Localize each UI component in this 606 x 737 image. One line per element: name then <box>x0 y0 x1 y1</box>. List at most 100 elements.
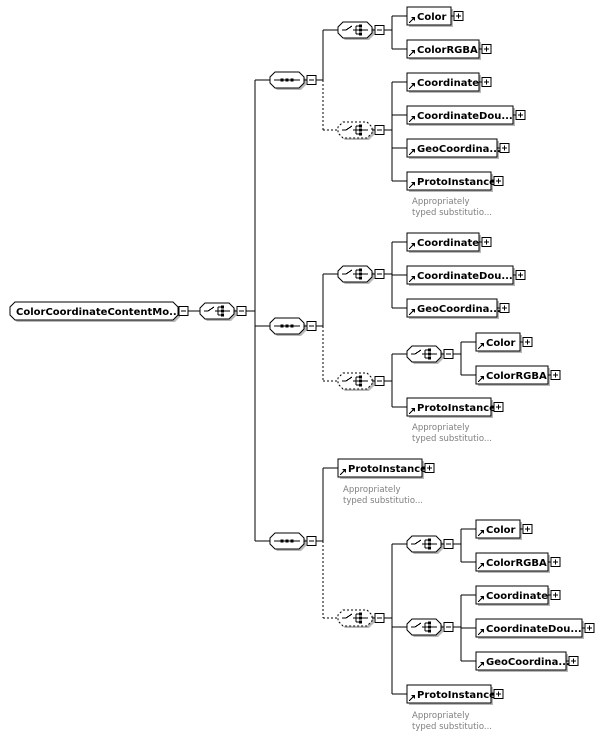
element-color[interactable]: Color <box>475 519 533 540</box>
collapse-toggle-minus-icon[interactable] <box>236 306 247 316</box>
element-reference-arrow-icon <box>408 116 415 123</box>
element-color[interactable]: Color <box>406 6 464 27</box>
expand-toggle-plus-icon[interactable] <box>499 143 510 153</box>
choice-compositor[interactable] <box>337 372 385 391</box>
element-geoCoordinate[interactable]: GeoCoordina... <box>406 298 510 319</box>
choice-compositor[interactable] <box>406 535 454 554</box>
element-reference-arrow-icon <box>477 596 484 603</box>
collapse-toggle-minus-icon[interactable] <box>443 349 454 359</box>
element-label: Coordinate <box>417 238 479 249</box>
element-label: ColorRGBA <box>417 45 478 56</box>
expand-toggle-plus-icon[interactable] <box>481 237 492 247</box>
note-line: typed substitutio... <box>412 208 492 218</box>
element-protoInstance[interactable]: ProtoInstance <box>337 458 435 479</box>
element-reference-arrow-icon <box>408 695 415 702</box>
element-reference-arrow-icon <box>408 149 415 156</box>
element-reference-arrow-icon <box>408 309 415 316</box>
element-label: Color <box>417 12 447 23</box>
expand-toggle-plus-icon[interactable] <box>493 689 504 699</box>
expand-toggle-plus-icon[interactable] <box>568 656 579 666</box>
element-reference-arrow-icon <box>477 662 484 669</box>
choice-compositor[interactable] <box>199 302 247 321</box>
expand-toggle-plus-icon[interactable] <box>522 337 533 347</box>
element-protoInstance[interactable]: ProtoInstance <box>406 684 504 705</box>
element-reference-arrow-icon <box>339 469 346 476</box>
element-label: CoordinateDou... <box>417 111 513 122</box>
collapse-toggle-minus-icon[interactable] <box>443 539 454 549</box>
choice-compositor[interactable] <box>337 121 385 140</box>
collapse-toggle-minus-icon[interactable] <box>374 25 385 35</box>
element-coordinate[interactable]: Coordinate <box>475 585 561 606</box>
element-geoCoordinate[interactable]: GeoCoordina... <box>475 651 579 672</box>
element-reference-arrow-icon <box>408 408 415 415</box>
collapse-toggle-minus-icon[interactable] <box>306 321 317 331</box>
element-colorRGBA[interactable]: ColorRGBA <box>406 39 492 60</box>
choice-compositor[interactable] <box>337 21 385 40</box>
collapse-toggle-minus-icon[interactable] <box>374 613 385 623</box>
expand-toggle-plus-icon[interactable] <box>550 370 561 380</box>
choice-compositor[interactable] <box>337 265 385 284</box>
expand-toggle-plus-icon[interactable] <box>493 402 504 412</box>
collapse-toggle-minus-icon[interactable] <box>306 75 317 85</box>
expand-toggle-plus-icon[interactable] <box>424 463 435 473</box>
element-color[interactable]: Color <box>475 332 533 353</box>
element-protoInstance[interactable]: ProtoInstance <box>406 397 504 418</box>
choice-compositor-icon <box>342 268 368 280</box>
expand-toggle-plus-icon[interactable] <box>453 11 464 21</box>
element-label: ProtoInstance <box>417 690 496 701</box>
collapse-toggle-minus-icon[interactable] <box>443 622 454 632</box>
choice-compositor-icon <box>342 612 368 624</box>
choice-compositor[interactable] <box>406 618 454 637</box>
element-reference-arrow-icon <box>408 83 415 90</box>
element-colorRGBA[interactable]: ColorRGBA <box>475 552 561 573</box>
connector-lines <box>188 15 476 695</box>
expand-toggle-plus-icon[interactable] <box>493 176 504 186</box>
collapse-toggle-minus-icon[interactable] <box>374 125 385 135</box>
element-geoCoordinate[interactable]: GeoCoordina... <box>406 138 510 159</box>
expand-toggle-plus-icon[interactable] <box>584 623 595 633</box>
element-reference-arrow-icon <box>477 629 484 636</box>
collapse-toggle-minus-icon[interactable] <box>374 269 385 279</box>
element-coordinateDouble[interactable]: CoordinateDou... <box>406 265 526 286</box>
expand-toggle-plus-icon[interactable] <box>550 590 561 600</box>
expand-toggle-plus-icon[interactable] <box>522 524 533 534</box>
sequence-compositor[interactable] <box>269 317 317 336</box>
expand-toggle-plus-icon[interactable] <box>481 44 492 54</box>
collapse-toggle-minus-icon[interactable] <box>374 376 385 386</box>
collapse-toggle-minus-icon[interactable] <box>306 536 317 546</box>
sequence-compositor-icon <box>274 324 300 328</box>
element-coordinateDouble[interactable]: CoordinateDou... <box>406 105 526 126</box>
element-label: Coordinate <box>417 78 479 89</box>
note-line: typed substitutio... <box>343 496 423 506</box>
element-label: ProtoInstance <box>348 464 427 475</box>
element-coordinate[interactable]: Coordinate <box>406 72 492 93</box>
expand-toggle-plus-icon[interactable] <box>515 110 526 120</box>
element-reference-arrow-icon <box>477 530 484 537</box>
expand-toggle-plus-icon[interactable] <box>515 270 526 280</box>
sequence-compositor[interactable] <box>269 532 317 551</box>
element-reference-arrow-icon <box>408 182 415 189</box>
sequence-compositor-icon <box>274 539 300 543</box>
element-colorRGBA[interactable]: ColorRGBA <box>475 365 561 386</box>
element-protoInstance[interactable]: ProtoInstance <box>406 171 504 192</box>
element-label: Color <box>486 338 516 349</box>
choice-compositor-icon <box>342 375 368 387</box>
element-coordinateDouble[interactable]: CoordinateDou... <box>475 618 595 639</box>
choice-compositor[interactable] <box>406 345 454 364</box>
expand-toggle-plus-icon[interactable] <box>481 77 492 87</box>
choice-compositor-icon <box>342 124 368 136</box>
choice-compositor-icon <box>411 621 437 633</box>
root-element[interactable]: ColorCoordinateContentMo... <box>9 301 189 322</box>
expand-toggle-plus-icon[interactable] <box>550 557 561 567</box>
expand-toggle-plus-icon[interactable] <box>499 303 510 313</box>
choice-compositor[interactable] <box>337 609 385 628</box>
element-coordinate[interactable]: Coordinate <box>406 232 492 253</box>
note-line: Appropriately <box>343 485 401 495</box>
element-label: CoordinateDou... <box>486 624 582 635</box>
sequence-compositor[interactable] <box>269 71 317 90</box>
collapse-toggle-minus-icon[interactable] <box>178 306 189 316</box>
element-reference-arrow-icon <box>477 376 484 383</box>
